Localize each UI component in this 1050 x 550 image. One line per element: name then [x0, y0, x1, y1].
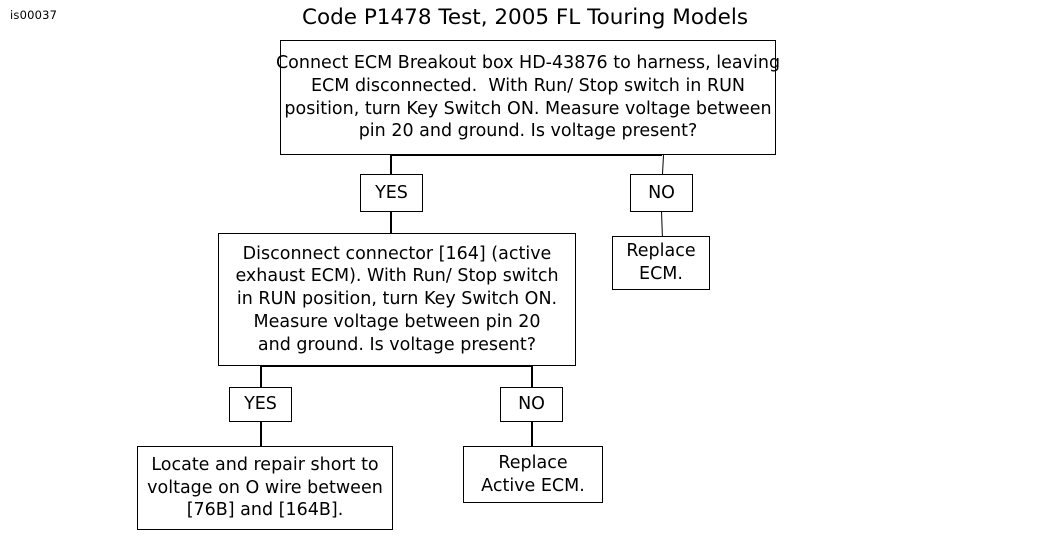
node-replace-ecm[interactable]: Replace ECM.	[612, 236, 710, 290]
node-q1-text: Connect ECM Breakout box HD-43876 to har…	[275, 53, 781, 142]
node-locate-repair-short-text: Locate and repair short to voltage on O …	[147, 454, 383, 521]
node-q1-no-label[interactable]: NO	[630, 174, 693, 212]
connector-q2-to-no	[531, 366, 533, 388]
node-q1-yes-text: YES	[375, 182, 408, 203]
node-locate-repair-short[interactable]: Locate and repair short to voltage on O …	[137, 446, 393, 530]
node-replace-active-ecm[interactable]: Replace Active ECM.	[463, 446, 603, 503]
connector-yes-to-q2	[390, 211, 392, 235]
node-q2-no-text: NO	[518, 394, 545, 415]
node-replace-active-ecm-text: Replace Active ECM.	[481, 452, 585, 496]
node-q2-text: Disconnect connector [164] (active exhau…	[235, 243, 559, 355]
node-q2-decision[interactable]: Disconnect connector [164] (active exhau…	[218, 233, 576, 366]
page-title: Code P1478 Test, 2005 FL Touring Models	[301, 5, 749, 30]
node-q2-yes-label[interactable]: YES	[229, 387, 292, 422]
connector-q1-to-yes	[390, 155, 392, 174]
node-replace-ecm-text: Replace ECM.	[626, 241, 696, 284]
connector-q1-to-no	[661, 154, 664, 175]
connector-no-to-replace-ecm	[661, 210, 663, 238]
node-q2-yes-text: YES	[244, 394, 277, 415]
connector-no-to-replace-active-ecm	[531, 421, 533, 447]
node-q1-no-text: NO	[648, 182, 675, 203]
node-q2-no-label[interactable]: NO	[500, 387, 563, 422]
figure-id-label: is00037	[10, 8, 58, 22]
node-q1-yes-label[interactable]: YES	[360, 174, 423, 212]
connector-q2-to-yes	[260, 366, 262, 388]
connector-yes-to-locate-repair	[260, 421, 262, 447]
node-q1-decision[interactable]: Connect ECM Breakout box HD-43876 to har…	[276, 40, 780, 155]
